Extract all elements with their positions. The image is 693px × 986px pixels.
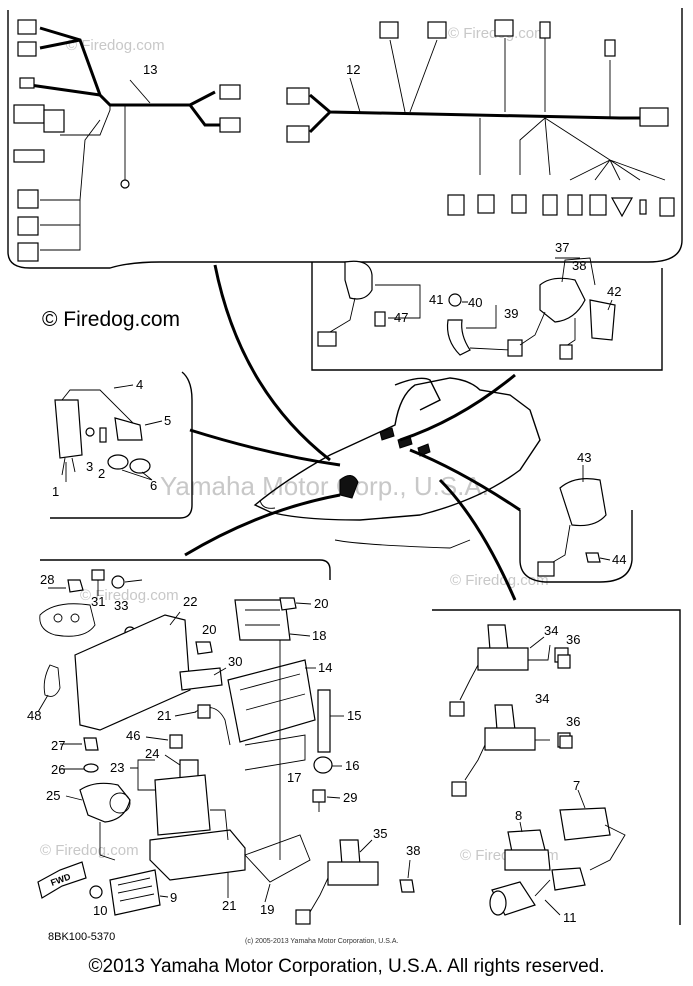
- callout: 42: [607, 284, 621, 299]
- callout: 14: [318, 660, 332, 675]
- leaders: [48, 587, 84, 770]
- callout: 21: [157, 708, 171, 723]
- callout: 47: [394, 310, 408, 325]
- callout: 22: [183, 594, 197, 609]
- watermark-small: © Firedog.com: [80, 587, 179, 604]
- callout: 28: [40, 572, 54, 587]
- watermark-main: © Firedog.com: [42, 308, 181, 331]
- callout: 17: [287, 770, 301, 785]
- main-switch-panel: 43 44: [519, 450, 633, 583]
- callout: 15: [347, 708, 361, 723]
- callout: 21: [222, 898, 236, 913]
- watermarks: © Firedog.com © Firedog.com © Firedog.co…: [40, 25, 559, 864]
- callout: 23: [110, 760, 124, 775]
- callout: 33: [114, 598, 128, 613]
- callout: 27: [51, 738, 65, 753]
- snowmobile-outline: [184, 264, 541, 601]
- callout: 25: [46, 788, 60, 803]
- callout: 18: [312, 628, 326, 643]
- diagram-code: 8BK100-5370: [48, 931, 116, 943]
- callout: 29: [343, 790, 357, 805]
- copyright-notice: ©2013 Yamaha Motor Corporation, U.S.A. A…: [88, 956, 605, 977]
- callout: 37: [555, 240, 569, 255]
- callout: 36: [566, 714, 580, 729]
- callout: 24: [145, 746, 159, 761]
- callout: 20: [202, 622, 216, 637]
- watermark-small: © Firedog.com: [450, 572, 549, 589]
- callout: 38: [406, 843, 420, 858]
- callout: 19: [260, 902, 274, 917]
- callout: 41: [429, 292, 443, 307]
- callout: 7: [573, 778, 580, 793]
- coil-panel: 1 2 3 4 5 6: [50, 371, 193, 519]
- ecu-panel: 48 28 31 33 22 18 20 20 30: [27, 559, 573, 925]
- callout: 1: [52, 484, 59, 499]
- callout: 43: [577, 450, 591, 465]
- callout: 36: [566, 632, 580, 647]
- callout: 5: [164, 413, 171, 428]
- callout: 38: [572, 258, 586, 273]
- callout: 8: [515, 808, 522, 823]
- callout: 40: [468, 295, 482, 310]
- relay-panel: 34 36 34 36 7 8 11: [432, 609, 681, 925]
- callout: 34: [535, 691, 549, 706]
- callout: 34: [544, 623, 558, 638]
- watermark-small: © Firedog.com: [66, 37, 165, 54]
- callout: 46: [126, 728, 140, 743]
- callout: 11: [563, 910, 577, 925]
- callout: 12: [346, 62, 360, 77]
- callout: 30: [228, 654, 242, 669]
- callout: 35: [373, 826, 387, 841]
- watermark-small: © Firedog.com: [40, 842, 139, 859]
- callout: 9: [170, 890, 177, 905]
- callout: 6: [150, 478, 157, 493]
- watermark-center: Yamaha Motor Corp., U.S.A.: [160, 471, 489, 501]
- callout: 3: [86, 459, 93, 474]
- callout: 4: [136, 377, 143, 392]
- callout: 16: [345, 758, 359, 773]
- callout: 13: [143, 62, 157, 77]
- callout: 2: [98, 466, 105, 481]
- callout: 20: [314, 596, 328, 611]
- switch-panel: 41 47 40 39 37 38 42: [311, 240, 663, 371]
- callout: 31: [91, 594, 105, 609]
- harness-panel: 13 12: [7, 8, 683, 269]
- callout: 44: [612, 552, 626, 567]
- callout: 39: [504, 306, 518, 321]
- callout: 26: [51, 762, 65, 777]
- callout: 10: [93, 903, 107, 918]
- fine-print: (c) 2005-2013 Yamaha Motor Corporation, …: [245, 938, 399, 945]
